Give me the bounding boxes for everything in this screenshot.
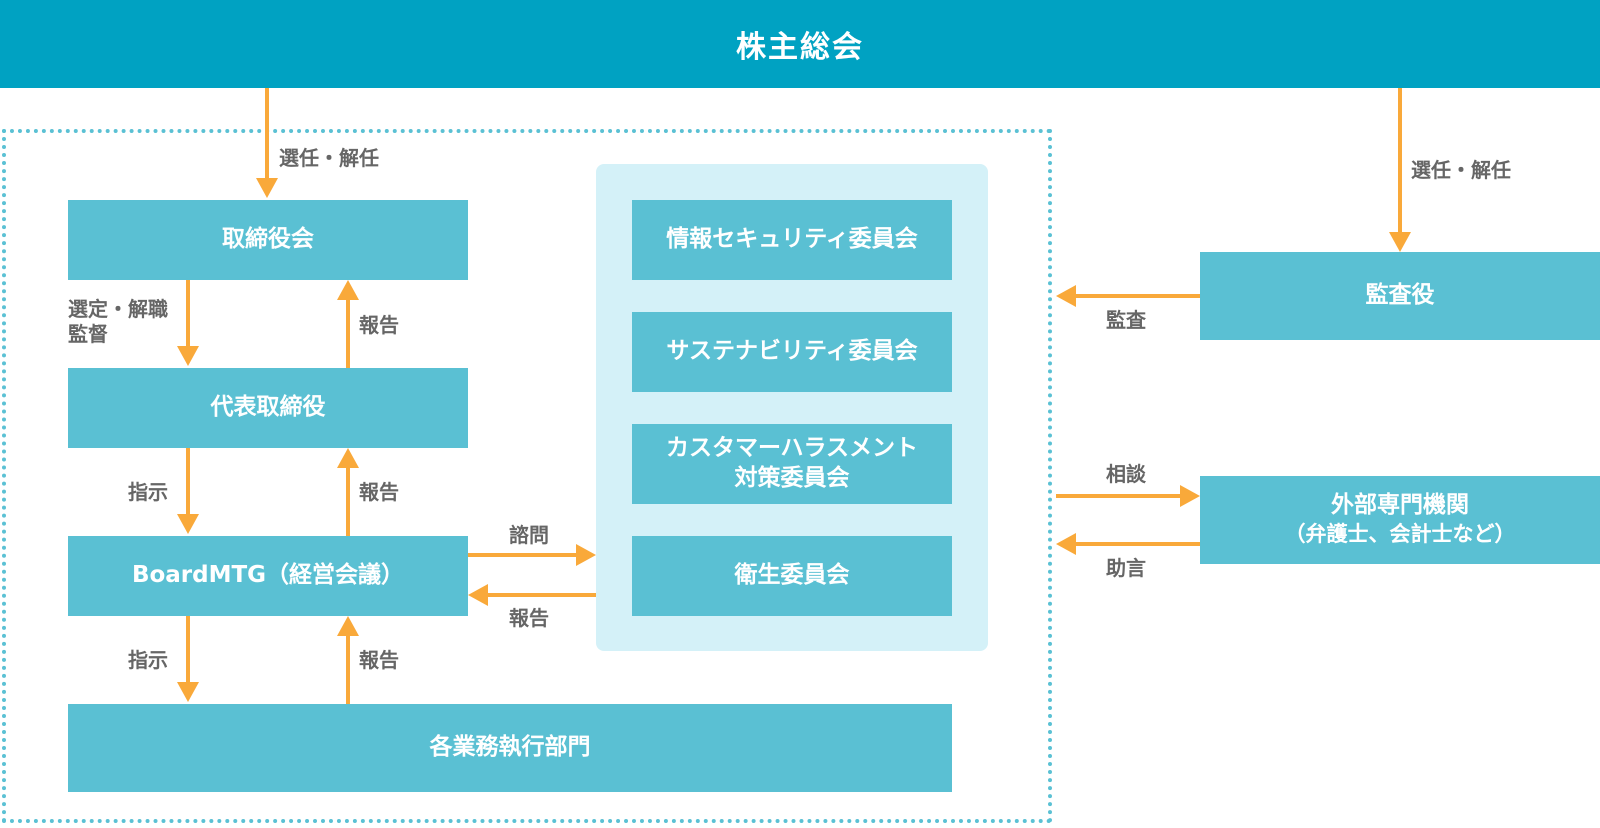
representative-director-label: 代表取締役 <box>210 394 326 421</box>
board-of-directors-box: 取締役会 <box>68 200 468 280</box>
label-supervise: 監督 <box>68 322 108 346</box>
external-experts-box: 外部専門機関 （弁護士、会計士など） <box>1200 476 1600 564</box>
label-report-2: 報告 <box>359 480 399 504</box>
external-experts-label: 外部専門機関 <box>1331 492 1469 519</box>
committee-label: サステナビリティ委員会 <box>666 338 918 365</box>
label-instruct-2: 指示 <box>128 648 168 672</box>
shareholders-meeting-header: 株主総会 <box>0 0 1600 88</box>
arrowhead <box>177 514 199 534</box>
label-report-1: 報告 <box>359 313 399 337</box>
arrowhead <box>256 178 278 198</box>
representative-director-box: 代表取締役 <box>68 368 468 448</box>
board-of-directors-label: 取締役会 <box>222 226 314 253</box>
arrowhead <box>177 682 199 702</box>
arrowhead <box>1056 533 1076 555</box>
arrowhead <box>1389 232 1411 252</box>
arrowhead <box>468 584 488 606</box>
label-report-committee: 報告 <box>509 606 549 630</box>
label-select-dismiss: 選定・解職 <box>68 297 168 321</box>
committee-box: 衛生委員会 <box>632 536 952 616</box>
committee-box: カスタマーハラスメント 対策委員会 <box>632 424 952 504</box>
arrowhead <box>177 346 199 366</box>
arrowhead <box>337 448 359 468</box>
arrowhead <box>1180 485 1200 507</box>
board-mtg-label: BoardMTG（経営会議） <box>131 562 405 589</box>
label-elect-dismiss-board: 選任・解任 <box>279 146 379 170</box>
label-advice: 助言 <box>1106 556 1146 580</box>
label-audit: 監査 <box>1106 308 1146 332</box>
governance-boundary <box>2 129 1052 823</box>
committee-label-line1: カスタマーハラスメント <box>665 435 919 462</box>
committee-box: 情報セキュリティ委員会 <box>632 200 952 280</box>
label-instruct-1: 指示 <box>128 480 168 504</box>
auditor-label: 監査役 <box>1365 282 1435 309</box>
committee-label: 情報セキュリティ委員会 <box>666 226 918 253</box>
external-experts-sublabel: （弁護士、会計士など） <box>1284 522 1516 547</box>
arrowhead <box>576 544 596 566</box>
arrowhead <box>337 616 359 636</box>
label-consult-committee: 諮問 <box>509 523 549 547</box>
committee-label-line2: 対策委員会 <box>734 465 850 491</box>
committee-label: 衛生委員会 <box>734 562 850 589</box>
label-consult-external: 相談 <box>1106 462 1146 486</box>
committee-box: サステナビリティ委員会 <box>632 312 952 392</box>
arrowhead <box>1056 285 1076 307</box>
auditor-box: 監査役 <box>1200 252 1600 340</box>
departments-label: 各業務執行部門 <box>429 734 591 761</box>
board-mtg-box: BoardMTG（経営会議） <box>68 536 468 616</box>
label-report-3: 報告 <box>359 648 399 672</box>
arrowhead <box>337 280 359 300</box>
label-elect-dismiss-auditor: 選任・解任 <box>1411 158 1511 182</box>
departments-box: 各業務執行部門 <box>68 704 952 792</box>
